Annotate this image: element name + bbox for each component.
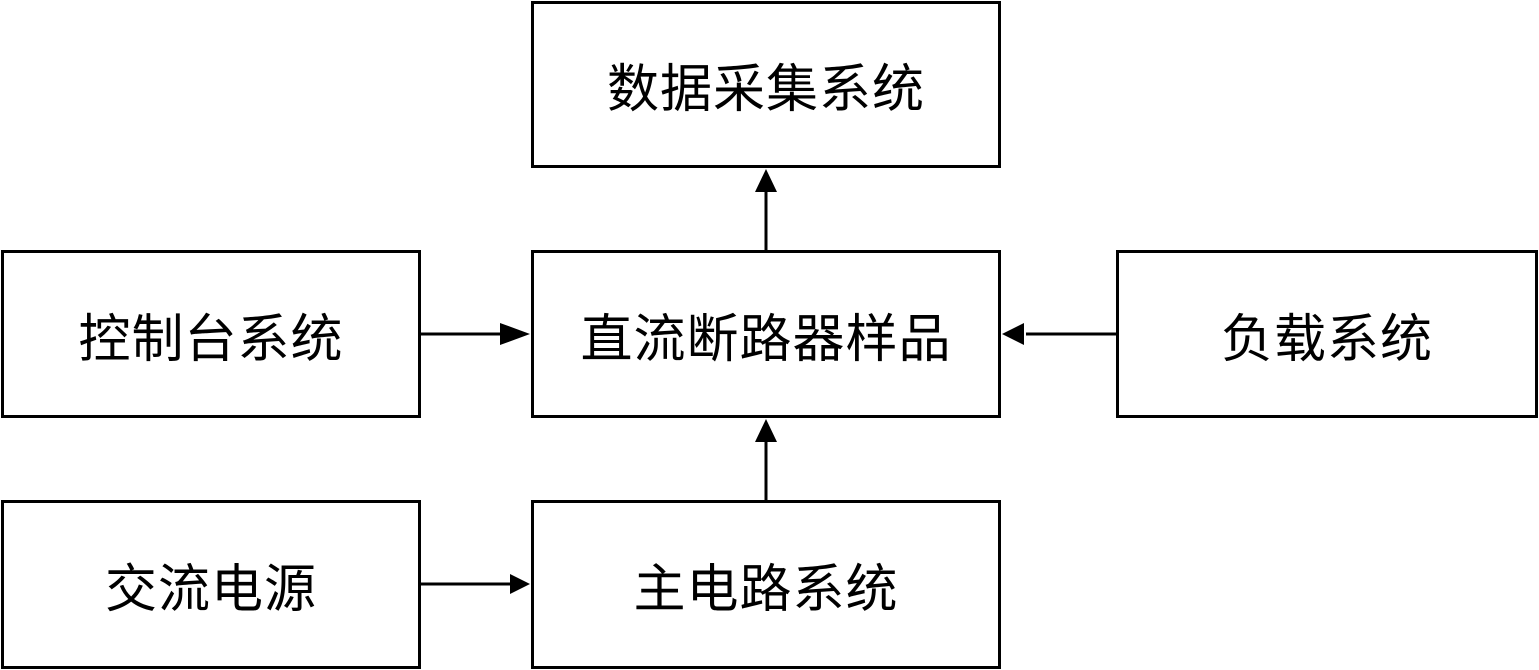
console-system-label: 控制台系统 — [78, 309, 344, 370]
arrow-main-circuit-to-breaker — [755, 419, 777, 500]
ac-power-source-box: 交流电源 — [1, 500, 421, 669]
arrow-console-to-breaker — [421, 323, 530, 345]
arrow-load-to-breaker — [1002, 323, 1116, 345]
load-system-box: 负载系统 — [1116, 250, 1538, 418]
data-acquisition-system-label: 数据采集系统 — [606, 60, 925, 120]
ac-power-source-label: 交流电源 — [104, 560, 317, 620]
arrow-breaker-to-data-acquisition — [755, 169, 777, 250]
load-system-label: 负载系统 — [1220, 309, 1433, 370]
dc-breaker-sample-box: 直流断路器样品 — [531, 250, 1001, 418]
main-circuit-system-label: 主电路系统 — [633, 560, 899, 620]
console-system-box: 控制台系统 — [1, 250, 421, 418]
data-acquisition-system-box: 数据采集系统 — [531, 1, 1001, 168]
dc-breaker-sample-label: 直流断路器样品 — [580, 309, 952, 370]
arrow-ac-source-to-main-circuit — [421, 574, 530, 594]
main-circuit-system-box: 主电路系统 — [531, 500, 1001, 669]
